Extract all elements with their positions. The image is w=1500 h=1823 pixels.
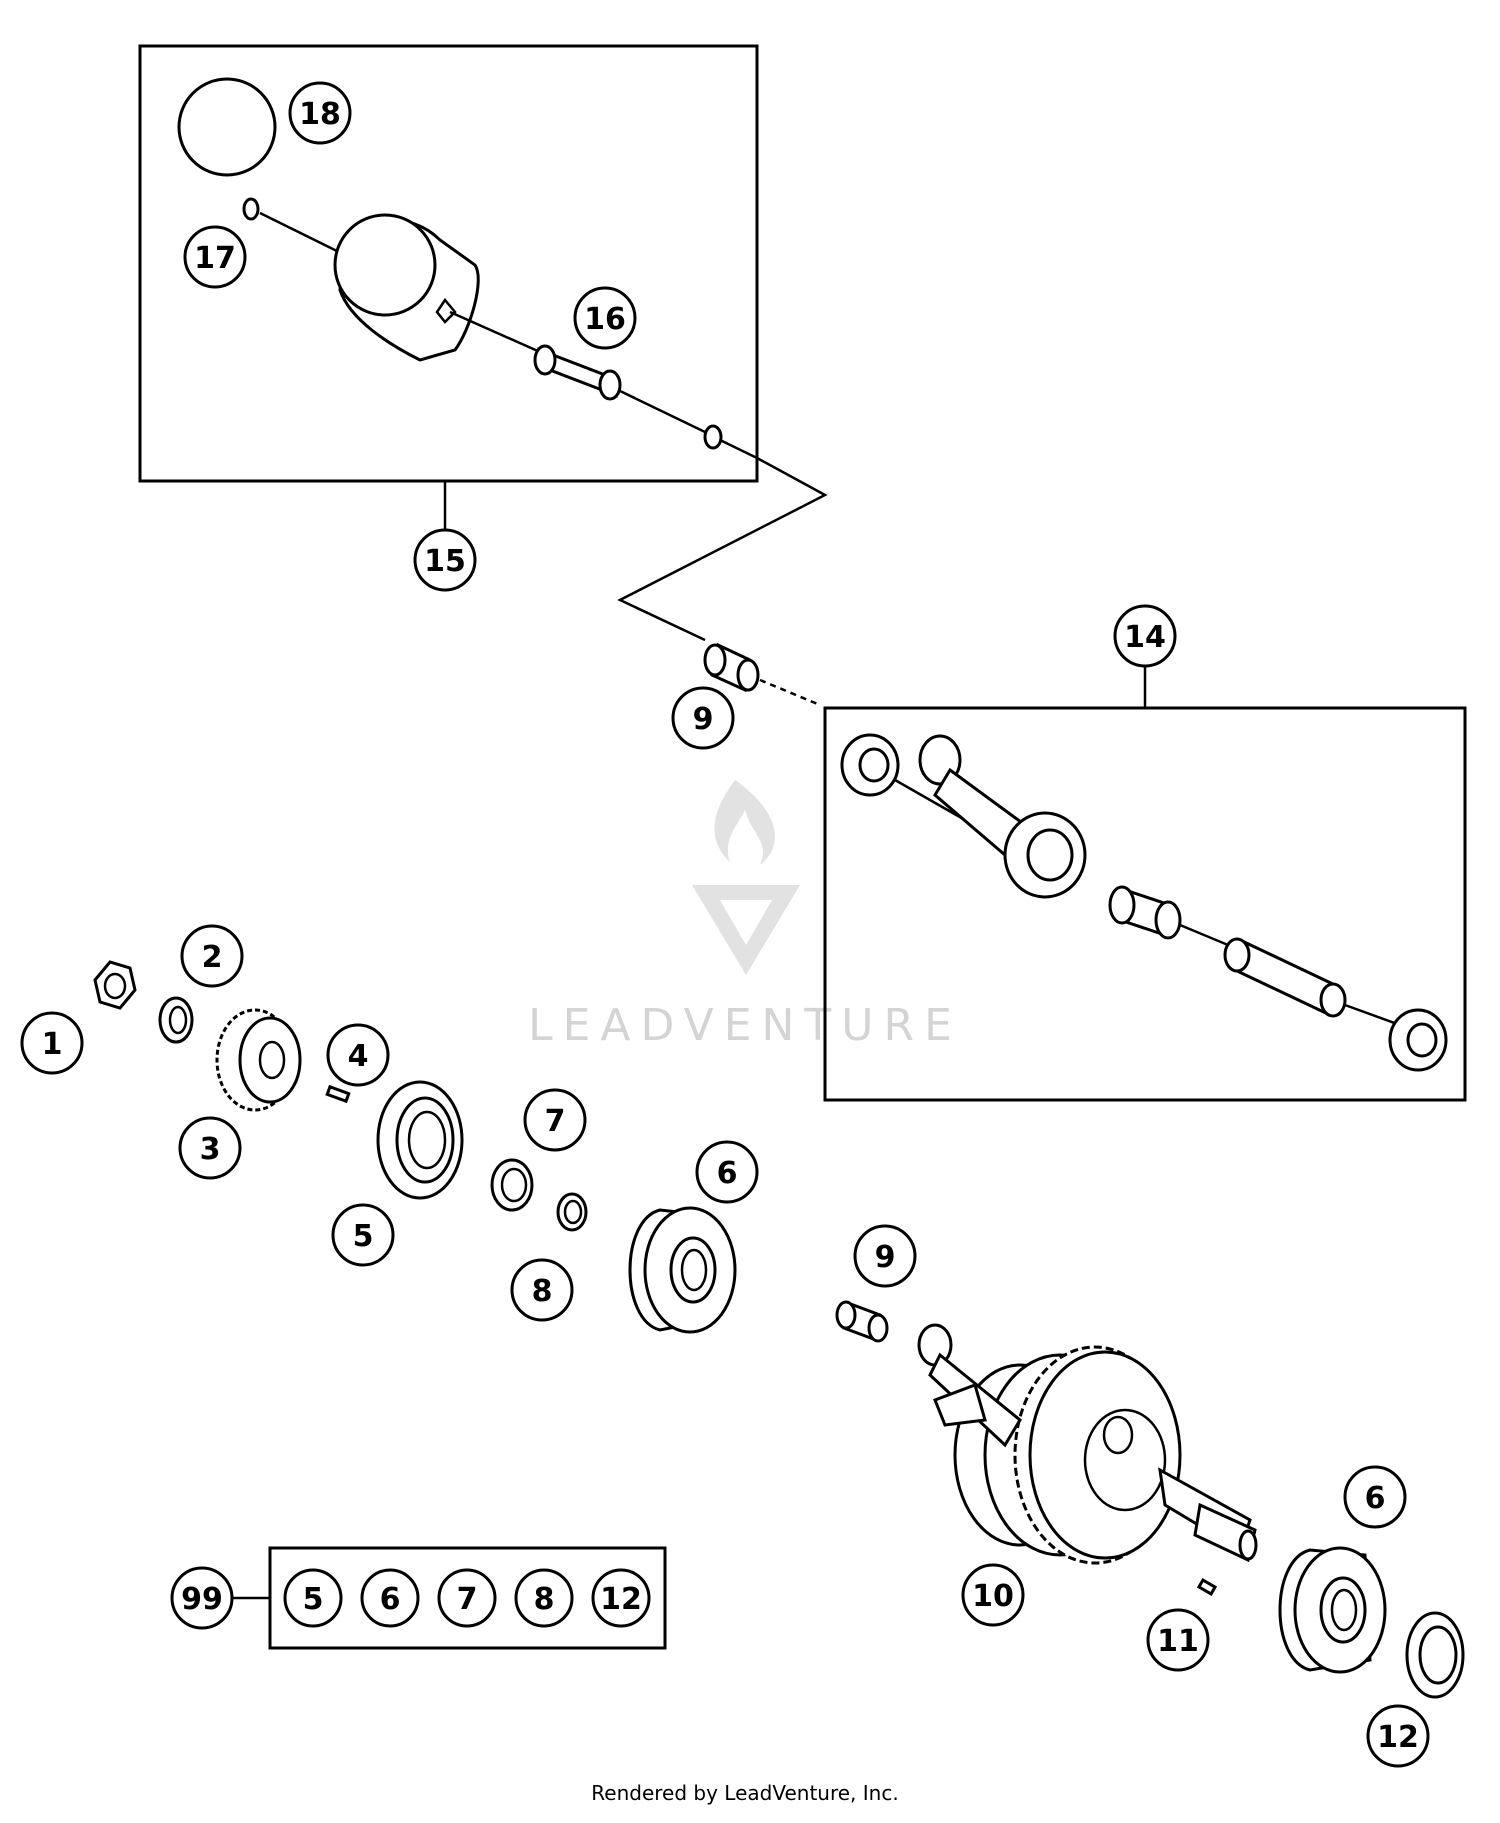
svg-text:15: 15 — [424, 544, 466, 579]
callout-9-lower[interactable]: 9 — [853, 1224, 917, 1288]
leadventure-watermark: LEADVENTURE — [528, 780, 962, 1051]
svg-text:7: 7 — [545, 1104, 566, 1139]
svg-text:12: 12 — [600, 1582, 642, 1617]
callout-4[interactable]: 4 — [326, 1023, 390, 1087]
callout-14[interactable]: 14 — [1113, 604, 1177, 668]
callout-9-upper[interactable]: 9 — [671, 686, 735, 750]
connecting-rod — [918, 734, 1087, 899]
svg-text:3: 3 — [200, 1132, 221, 1167]
svg-text:18: 18 — [299, 97, 341, 132]
kit-item-12[interactable]: 12 — [591, 1568, 651, 1628]
svg-text:14: 14 — [1124, 620, 1166, 655]
small-end-bearing-upper — [703, 642, 760, 693]
callout-8[interactable]: 8 — [510, 1258, 574, 1322]
conrod-kit-group — [823, 665, 1467, 1102]
svg-text:6: 6 — [1365, 1481, 1386, 1516]
svg-text:2: 2 — [202, 940, 223, 975]
kit-item-8[interactable]: 8 — [514, 1568, 574, 1628]
woodruff-key — [325, 1084, 351, 1104]
crankshaft — [917, 1323, 1258, 1565]
callout-99[interactable]: 99 — [170, 1566, 234, 1630]
piston — [333, 213, 480, 362]
callout-3[interactable]: 3 — [178, 1116, 242, 1180]
svg-text:99: 99 — [181, 1582, 223, 1617]
crank-key — [1196, 1577, 1218, 1597]
svg-text:5: 5 — [303, 1582, 324, 1617]
callout-7[interactable]: 7 — [523, 1088, 587, 1152]
crank-seal-right — [1405, 1611, 1465, 1699]
callout-2[interactable]: 2 — [180, 924, 244, 988]
watermark-text: LEADVENTURE — [528, 1000, 962, 1051]
svg-text:6: 6 — [717, 1156, 738, 1191]
main-bearing-left — [628, 1206, 737, 1334]
shaft-seal — [376, 1080, 464, 1200]
svg-text:12: 12 — [1377, 1720, 1419, 1755]
svg-text:5: 5 — [353, 1219, 374, 1254]
main-bearing-right — [1278, 1546, 1387, 1674]
svg-text:11: 11 — [1157, 1624, 1199, 1659]
callout-6-left[interactable]: 6 — [695, 1140, 759, 1204]
piston-ring — [177, 77, 277, 177]
callout-5[interactable]: 5 — [331, 1203, 395, 1267]
svg-text:9: 9 — [875, 1240, 896, 1275]
callout-11[interactable]: 11 — [1146, 1608, 1210, 1672]
callout-18[interactable]: 18 — [288, 81, 352, 145]
flame-logo-icon — [714, 780, 775, 865]
svg-text:4: 4 — [348, 1039, 369, 1074]
callout-15[interactable]: 15 — [413, 528, 477, 592]
kit-item-7[interactable]: 7 — [437, 1568, 497, 1628]
callout-1[interactable]: 1 — [20, 1011, 84, 1075]
crank-pin — [1223, 937, 1347, 1018]
kit-item-5[interactable]: 5 — [283, 1568, 343, 1628]
callout-10[interactable]: 10 — [961, 1563, 1025, 1627]
svg-text:9: 9 — [693, 702, 714, 737]
piston-circlip-left — [242, 197, 260, 221]
piston-kit-box — [138, 44, 759, 483]
callouts: 18 17 16 15 14 9 2 1 4 3 7 6 5 8 9 6 10 … — [20, 81, 1430, 1768]
svg-text:6: 6 — [380, 1582, 401, 1617]
repair-kit-group — [232, 1546, 667, 1650]
svg-text:8: 8 — [532, 1274, 553, 1309]
callout-17[interactable]: 17 — [183, 225, 247, 289]
svg-text:7: 7 — [457, 1582, 478, 1617]
credit-text: Rendered by LeadVenture, Inc. — [591, 1781, 898, 1805]
svg-text:8: 8 — [534, 1582, 555, 1617]
svg-text:17: 17 — [194, 241, 236, 276]
piston-kit-group — [138, 44, 759, 530]
svg-text:1: 1 — [42, 1027, 63, 1062]
svg-text:10: 10 — [972, 1579, 1014, 1614]
kit-item-6[interactable]: 6 — [360, 1568, 420, 1628]
callout-16[interactable]: 16 — [573, 286, 637, 350]
svg-text:16: 16 — [584, 302, 626, 337]
washer — [158, 996, 194, 1044]
drive-gear — [215, 1008, 302, 1112]
nut — [93, 960, 137, 1010]
v-logo-icon — [692, 885, 800, 975]
big-end-bearing — [1108, 885, 1182, 940]
piston-circlip-right — [703, 424, 723, 450]
wrist-pin — [533, 344, 622, 401]
callout-12[interactable]: 12 — [1366, 1704, 1430, 1768]
small-end-bearing-lower — [835, 1300, 889, 1343]
callout-6-right[interactable]: 6 — [1343, 1465, 1407, 1529]
